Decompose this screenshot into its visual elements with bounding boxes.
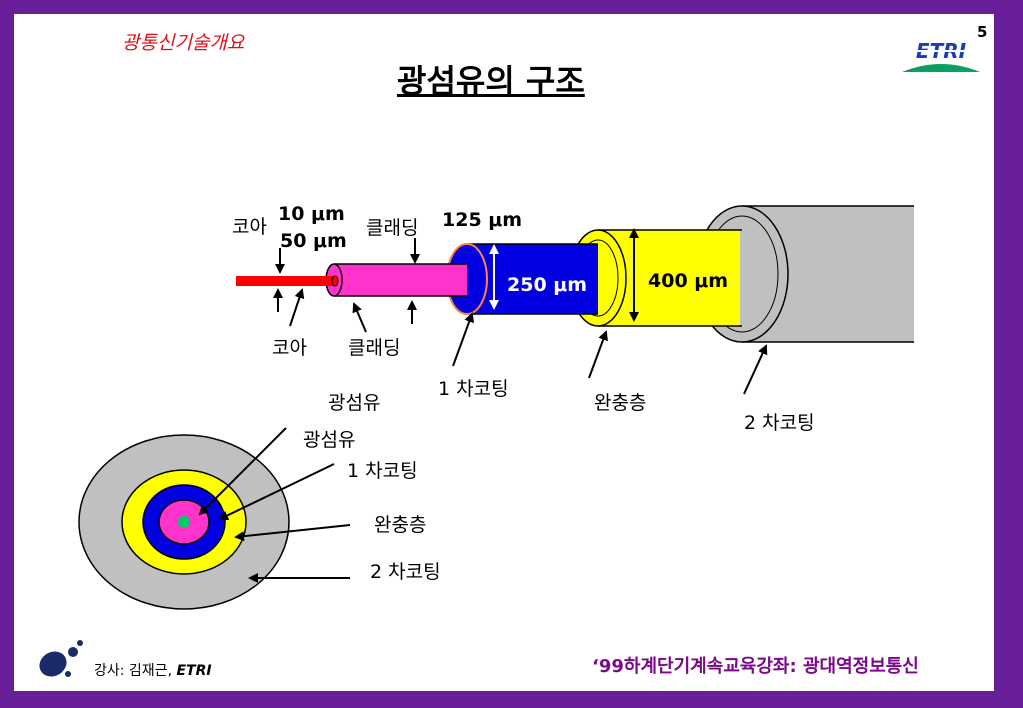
core-size-50um: 50 μm [280, 230, 347, 252]
lecturer-text: 강사: 김재근, [94, 663, 177, 679]
page-number: 5 [977, 23, 988, 41]
core-layer [236, 275, 339, 287]
cross-core [178, 516, 190, 528]
cross-fiber-arrow [198, 427, 287, 516]
footer-logo-icon [39, 640, 83, 677]
course-series: ‘99하계단기계속교육강좌: 광대역정보통신 [592, 656, 919, 677]
cross-coating2-label: 2 차코팅 [370, 561, 441, 583]
cross-buffer-label: 완충층 [374, 514, 427, 536]
cladding-layer [325, 263, 467, 297]
cross-coating1-arrow [218, 463, 335, 521]
cladding-top-label: 클래딩 [366, 217, 419, 239]
buffer-label: 완충층 [594, 392, 647, 414]
lecturer-org: ETRI [176, 663, 212, 679]
cross-fiber-label: 광섬유 [303, 429, 356, 451]
coating1-label: 1 차코팅 [438, 378, 509, 400]
coating1-arrow [452, 312, 474, 367]
core-bottom-label: 코아 [272, 337, 307, 359]
coating2-arrow [743, 344, 768, 395]
cladding-bottom-arrow [352, 302, 367, 333]
slide: 광통신기술개요 5 광섬유의 구조 ETRI [14, 14, 994, 691]
buffer-size-label: 400 μm [648, 270, 729, 292]
etri-logo: ETRI [902, 39, 980, 72]
fiber-cross-section [78, 427, 351, 610]
core-bottom-arrow-2 [289, 288, 305, 327]
coating1-size-label: 250 μm [507, 274, 588, 296]
buffer-arrow [588, 330, 608, 379]
cladding-bottom-label: 클래딩 [348, 337, 401, 359]
coating2-label: 2 차코팅 [744, 412, 815, 434]
cladding-size-label: 125 μm [442, 209, 523, 231]
page-title: 광섬유의 구조 [397, 62, 585, 100]
cross-coating1-label: 1 차코팅 [347, 460, 418, 482]
core-top-label: 코아 [232, 216, 267, 238]
core-size-10um: 10 μm [278, 203, 345, 225]
course-title: 광통신기술개요 [122, 32, 245, 54]
lecturer-credit: 강사: 김재근, ETRI [94, 660, 212, 680]
cross-buffer-arrow [234, 524, 351, 542]
fiber-label: 광섬유 [328, 392, 381, 414]
fiber-side-view [236, 205, 914, 395]
